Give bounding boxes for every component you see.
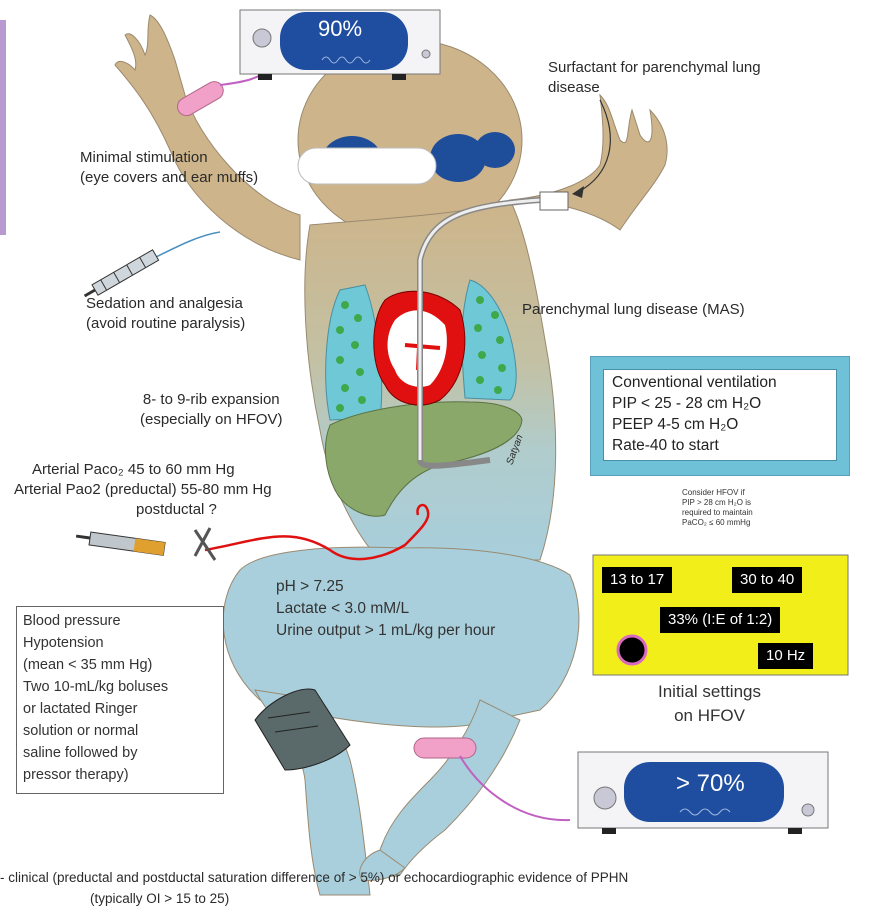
hfov-ratio: 33% (I:E of 1:2) bbox=[660, 607, 780, 633]
surfactant-line-1: Surfactant for parenchymal lung bbox=[548, 58, 761, 78]
conventional-title: Conventional ventilation bbox=[612, 372, 828, 393]
conventional-peep: PEEP 4-5 cm H₂O bbox=[612, 414, 828, 435]
consider-line-3: required to maintain bbox=[682, 508, 753, 518]
arterial-postductal: postductal ? bbox=[14, 500, 272, 520]
bp-line-4: Two 10-mL/kg boluses bbox=[23, 676, 217, 698]
bottom-caption-line-2: (typically OI > 15 to 25) bbox=[90, 889, 229, 909]
rib-expansion-label: 8- to 9-rib expansion (especially on HFO… bbox=[140, 390, 283, 430]
hfov-frequency: 10 Hz bbox=[758, 643, 813, 669]
arterial-pao2: Arterial Pao2 (preductal) 55-80 mm Hg bbox=[14, 480, 272, 500]
rib-line-1: 8- to 9-rib expansion bbox=[140, 390, 283, 410]
bp-line-8: pressor therapy) bbox=[23, 764, 217, 786]
surfactant-label: Surfactant for parenchymal lung disease bbox=[548, 58, 761, 98]
hfov-caption: Initial settings on HFOV bbox=[658, 680, 761, 728]
conventional-pip: PIP < 25 - 28 cm H₂O bbox=[612, 393, 828, 414]
hfov-caption-line-2: on HFOV bbox=[658, 704, 761, 728]
hfov-map: 30 to 40 bbox=[732, 567, 802, 593]
stimulation-line-1: Minimal stimulation bbox=[80, 148, 258, 168]
urine-target: Urine output > 1 mL/kg per hour bbox=[276, 620, 495, 642]
bp-line-2: Hypotension bbox=[23, 632, 217, 654]
bp-line-6: solution or normal bbox=[23, 720, 217, 742]
stimulation-line-2: (eye covers and ear muffs) bbox=[80, 168, 258, 188]
sedation-syringe-icon bbox=[82, 232, 220, 301]
arterial-paco2: Arterial Paco₂ 45 to 60 mm Hg bbox=[14, 460, 272, 480]
bp-line-5: or lactated Ringer bbox=[23, 698, 217, 720]
sedation-line-2: (avoid routine paralysis) bbox=[86, 314, 245, 334]
blood-pressure-panel: Blood pressure Hypotension (mean < 35 mm… bbox=[16, 606, 224, 794]
sedation-line-1: Sedation and analgesia bbox=[86, 294, 245, 314]
conventional-rate: Rate-40 to start bbox=[612, 435, 828, 456]
consider-line-2: PIP > 28 cm H₂O is bbox=[682, 498, 753, 508]
conventional-ventilation-panel: Conventional ventilation PIP < 25 - 28 c… bbox=[590, 356, 850, 476]
left-edge-fragment bbox=[0, 20, 6, 235]
ankleband-bottom bbox=[414, 738, 476, 758]
hfov-amplitude: 13 to 17 bbox=[602, 567, 672, 593]
bp-line-7: saline followed by bbox=[23, 742, 217, 764]
bottom-caption-line-1: - clinical (preductal and postductal sat… bbox=[0, 868, 628, 888]
consider-line-4: PaCO₂ ≤ 60 mmHg bbox=[682, 518, 753, 528]
ph-target: pH > 7.25 bbox=[276, 576, 495, 598]
surfactant-line-2: disease bbox=[548, 78, 761, 98]
bp-line-3: (mean < 35 mm Hg) bbox=[23, 654, 217, 676]
lactate-target: Lactate < 3.0 mM/L bbox=[276, 598, 495, 620]
sedation-label: Sedation and analgesia (avoid routine pa… bbox=[86, 294, 245, 334]
monitor-top-reading: 90% bbox=[318, 16, 362, 42]
lung-disease-label: Parenchymal lung disease (MAS) bbox=[522, 300, 745, 320]
arterial-gas-label: Arterial Paco₂ 45 to 60 mm Hg Arterial P… bbox=[14, 460, 272, 520]
bp-title: Blood pressure bbox=[23, 610, 217, 632]
stimulation-label: Minimal stimulation (eye covers and ear … bbox=[80, 148, 258, 188]
hfov-caption-line-1: Initial settings bbox=[658, 680, 761, 704]
metabolic-targets: pH > 7.25 Lactate < 3.0 mM/L Urine outpu… bbox=[276, 576, 495, 642]
consider-hfov-note: Consider HFOV if PIP > 28 cm H₂O is requ… bbox=[682, 488, 753, 528]
monitor-bottom-reading: > 70% bbox=[676, 770, 745, 798]
rib-line-2: (especially on HFOV) bbox=[140, 410, 283, 430]
conventional-inner: Conventional ventilation PIP < 25 - 28 c… bbox=[603, 369, 837, 461]
consider-line-1: Consider HFOV if bbox=[682, 488, 753, 498]
